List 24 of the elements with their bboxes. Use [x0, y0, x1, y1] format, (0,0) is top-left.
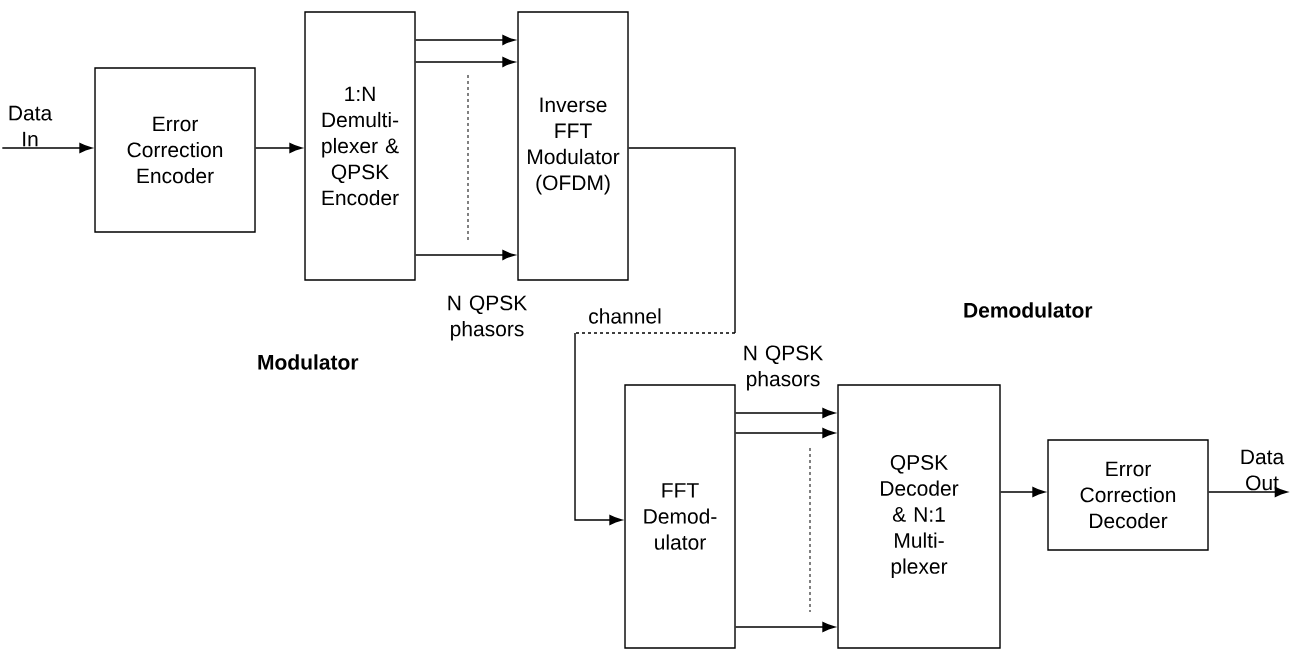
section-label: Modulator	[258, 354, 359, 370]
arrow	[1208, 487, 1288, 497]
process-box: 1:N Demulti-plexer & QPSK Encoder	[304, 11, 416, 281]
arrow	[574, 147, 736, 525]
process-box: QPSK Decoder & N:1 Multi-plexer	[837, 384, 1001, 649]
edge-label: channel	[587, 307, 663, 325]
arrow	[1000, 487, 1046, 497]
text-label: Data Out	[1241, 449, 1285, 491]
process-box: Error Correction Encoder	[94, 67, 256, 233]
process-box: FFT Demod-ulator	[624, 384, 736, 649]
text-label: Data In	[9, 105, 53, 147]
arrow	[735, 408, 836, 418]
process-box: Inverse FFT Modulator (OFDM)	[517, 11, 629, 281]
annotation: N QPSK phasors	[448, 295, 528, 341]
arrow	[255, 143, 303, 153]
annotation: N QPSK phasors	[744, 345, 823, 391]
arrow	[735, 428, 836, 438]
process-box: Error Correction Decoder	[1047, 439, 1209, 551]
arrow	[415, 57, 516, 67]
arrow	[415, 35, 516, 45]
arrow	[735, 622, 836, 632]
arrow	[1, 143, 93, 153]
section-label: Demodulator	[964, 302, 1093, 318]
arrow	[415, 250, 516, 260]
